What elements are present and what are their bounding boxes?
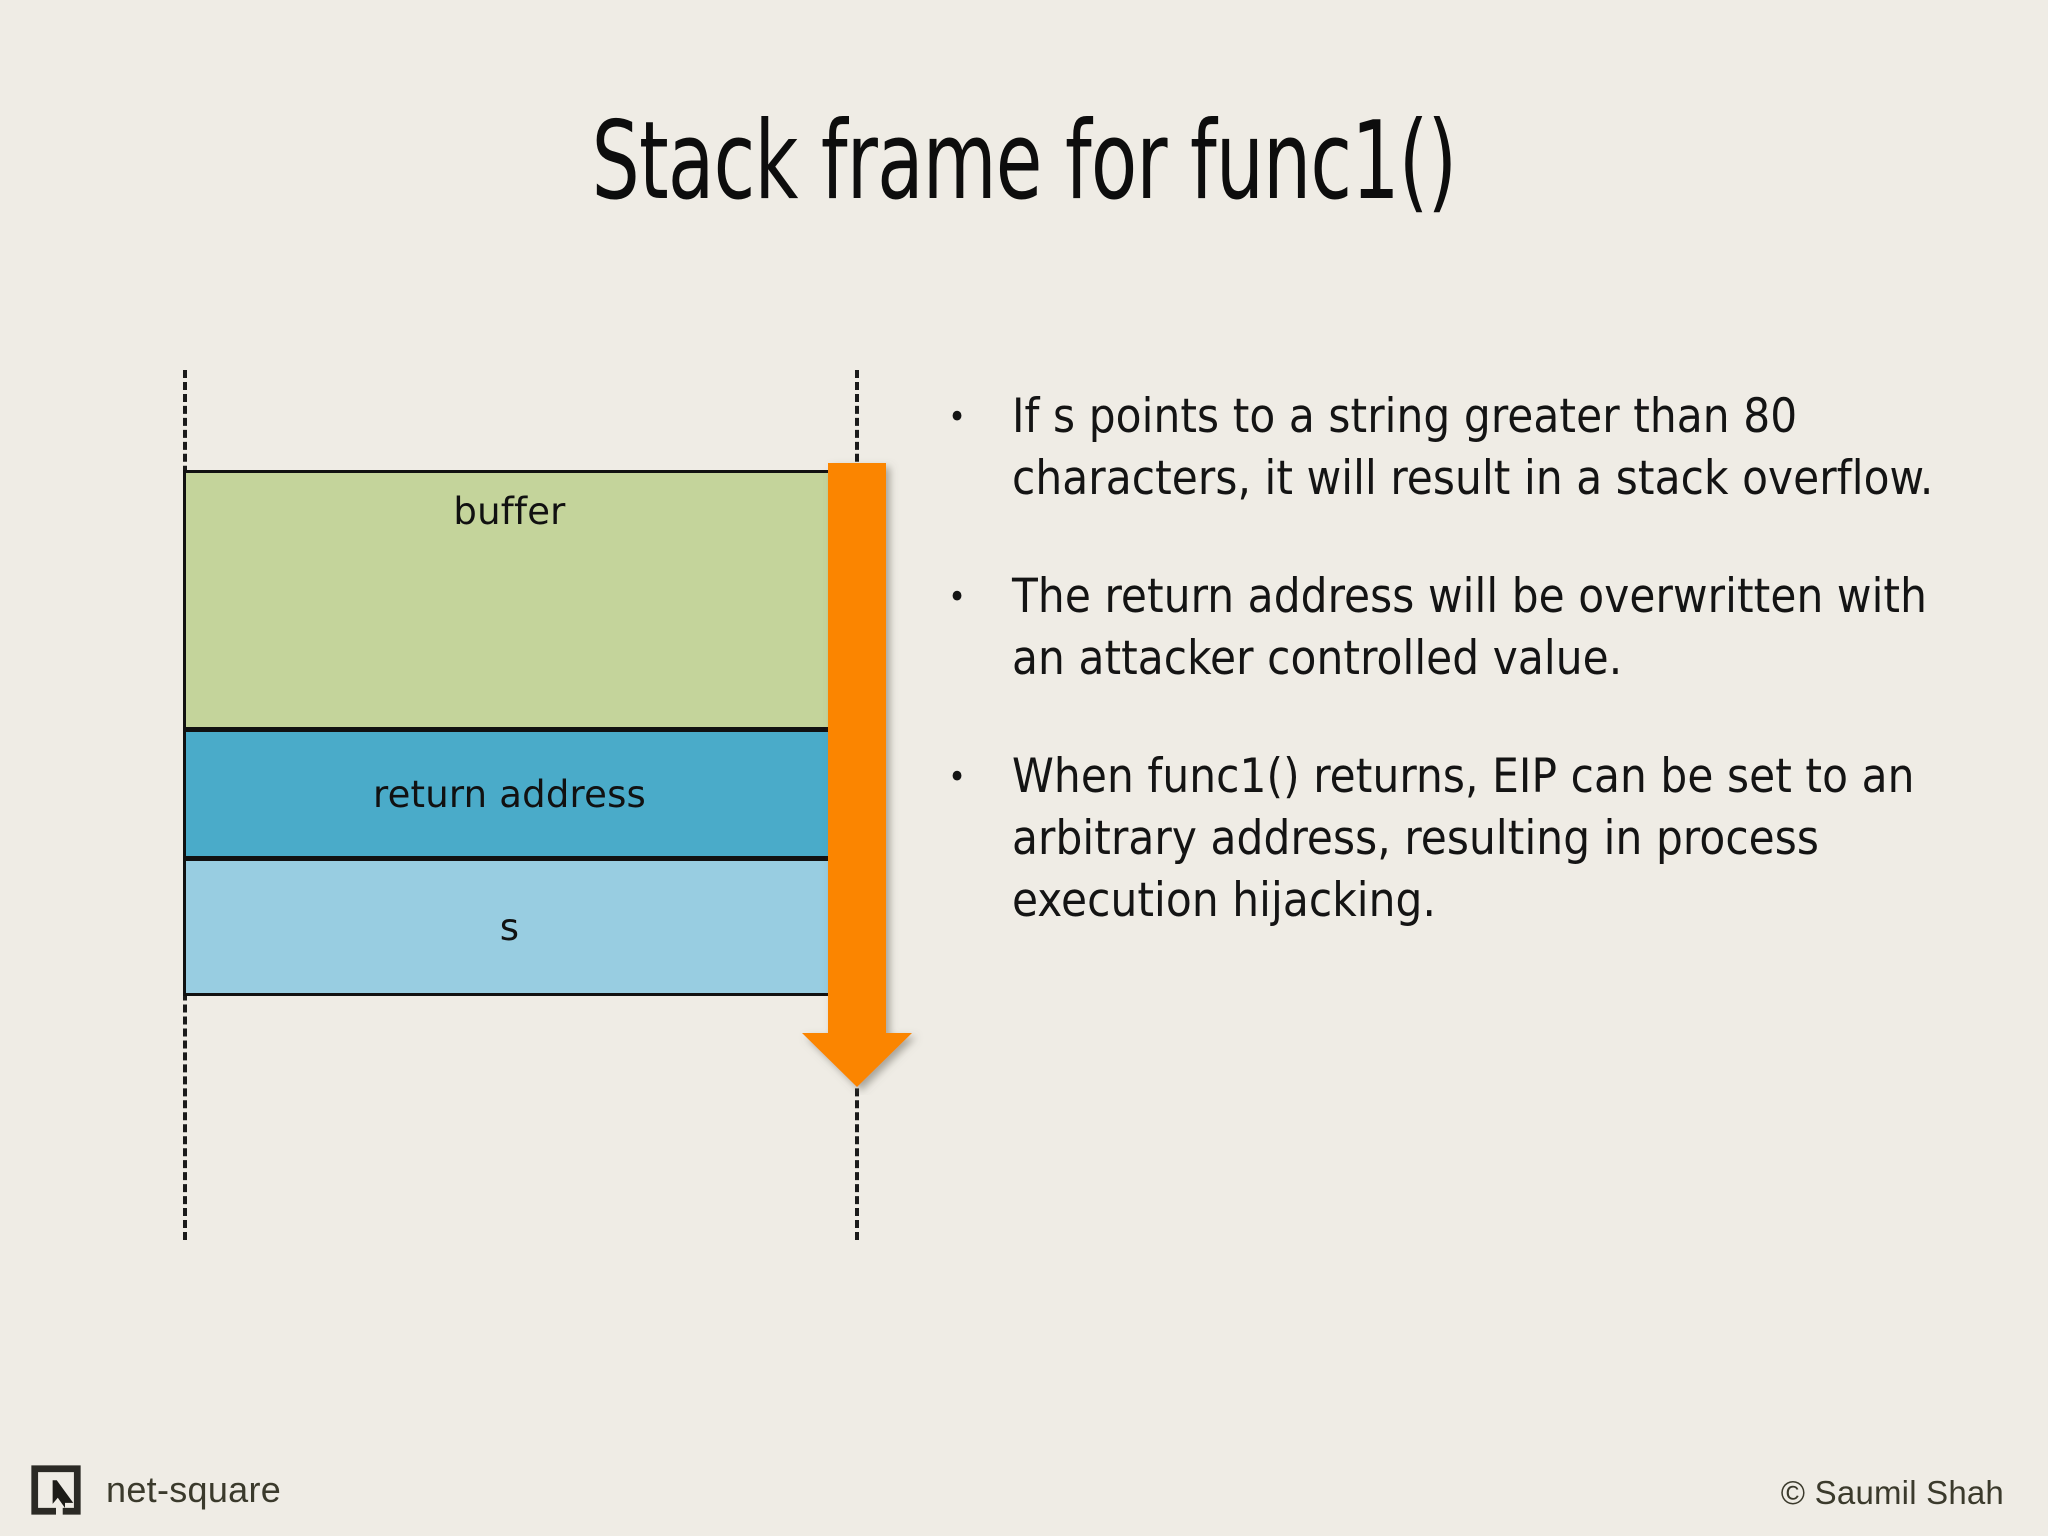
stack-cell-buffer-label: buffer	[453, 489, 566, 533]
stack-cell-s-label: s	[499, 905, 520, 949]
stack-cell-s: s	[183, 858, 836, 996]
bullet-text: If s points to a string greater than 80 …	[1012, 389, 1934, 506]
net-square-logo-text: net-square	[106, 1469, 282, 1510]
bullet-text: The return address will be overwritten w…	[1012, 569, 1927, 686]
bullet-marker-icon: •	[948, 577, 967, 617]
stack-cell-buffer: buffer	[183, 470, 836, 730]
list-item: • When func1() returns, EIP can be set t…	[948, 746, 1988, 932]
bullet-text: When func1() returns, EIP can be set to …	[1012, 749, 1915, 928]
bullet-marker-icon: •	[948, 397, 967, 437]
stack-cell-return-address: return address	[183, 729, 836, 859]
page-title: Stack frame for func1()	[591, 99, 1457, 224]
stack-growth-arrow-icon	[802, 463, 912, 1087]
bullet-marker-icon: •	[948, 757, 967, 797]
bullet-list: • If s points to a string greater than 8…	[948, 386, 1988, 988]
net-square-logo: net-square	[28, 1462, 281, 1518]
net-square-logo-icon	[31, 1465, 81, 1515]
stack-cell-return-address-label: return address	[372, 772, 647, 816]
list-item: • The return address will be overwritten…	[948, 566, 1988, 690]
stack-frame-diagram: buffer return address s	[0, 0, 1000, 1300]
list-item: • If s points to a string greater than 8…	[948, 386, 1988, 510]
copyright-notice: © Saumil Shah	[1780, 1474, 2004, 1511]
